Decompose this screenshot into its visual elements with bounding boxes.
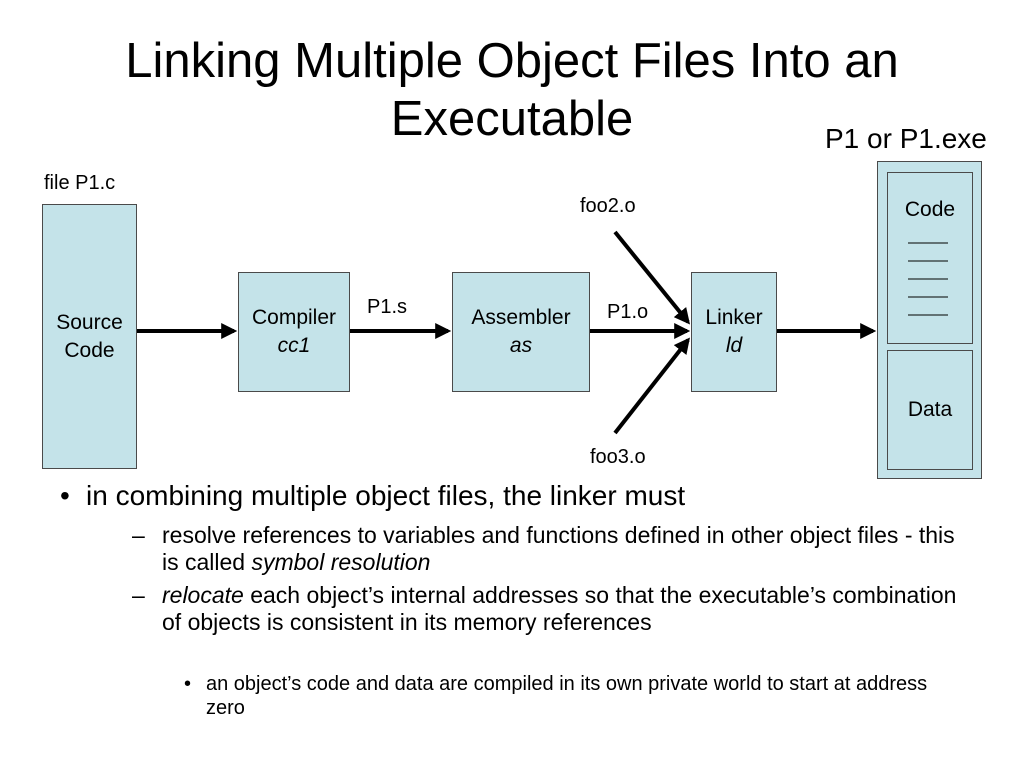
- bullet-level3: • an object’s code and data are compiled…: [184, 673, 928, 719]
- code-label: Code: [904, 198, 956, 221]
- compiler-label: Compiler: [251, 306, 337, 329]
- source-code-box: Source Code: [42, 204, 137, 469]
- compiler-command: cc1: [277, 334, 311, 357]
- assembler-box: Assembler as: [452, 272, 590, 392]
- assembler-label: Assembler: [471, 306, 571, 329]
- executable-name-label: P1 or P1.exe: [825, 123, 987, 154]
- bullet-level2-a-emphasis: symbol resolution: [251, 549, 431, 575]
- bullet-level2-a-text: resolve references to variables and func…: [162, 522, 955, 575]
- bullet-level3-text: an object’s code and data are compiled i…: [206, 673, 928, 719]
- arrow-foo2-to-linker: [613, 230, 691, 325]
- executable-box: Code Data: [877, 161, 982, 479]
- bullet-level2-relocation: – relocate each object’s internal addres…: [132, 582, 957, 635]
- data-label: Data: [907, 398, 953, 421]
- bullet-level1-text: in combining multiple object files, the …: [86, 480, 686, 511]
- linker-box: Linker ld: [691, 272, 777, 392]
- source-file-label: file P1.c: [44, 172, 116, 194]
- linker-label: Linker: [705, 306, 763, 329]
- foo2-label: foo2.o: [580, 195, 636, 217]
- source-code-line2: Code: [64, 338, 115, 362]
- p1s-label: P1.s: [367, 296, 408, 318]
- bullet-level2-symbol-resolution: – resolve references to variables and fu…: [132, 522, 955, 575]
- foo3-label: foo3.o: [590, 446, 646, 468]
- arrow-foo3-to-linker: [613, 337, 690, 435]
- bullet-level2-b-text: each object’s internal addresses so that…: [162, 582, 957, 635]
- compiler-box: Compiler cc1: [238, 272, 350, 392]
- bullet-level2-b-emphasis: relocate: [162, 582, 244, 608]
- bullet-level1: • in combining multiple object files, th…: [60, 480, 686, 511]
- linker-command: ld: [725, 334, 743, 357]
- data-section: Data: [887, 350, 973, 470]
- slide-title: Linking Multiple Object Files Into an Ex…: [125, 34, 899, 146]
- code-section: Code: [887, 172, 973, 344]
- code-lines: [908, 242, 948, 316]
- assembler-command: as: [509, 334, 533, 357]
- p1o-label: P1.o: [607, 301, 649, 323]
- source-code-line1: Source: [56, 310, 123, 334]
